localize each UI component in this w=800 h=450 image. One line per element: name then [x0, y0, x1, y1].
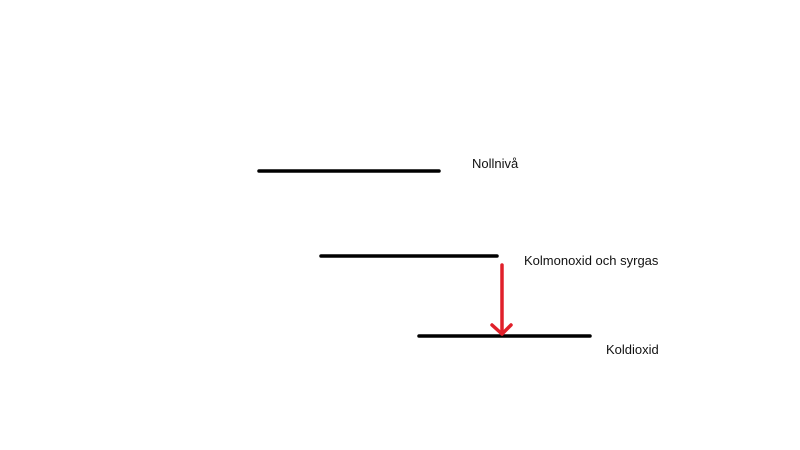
- level-label-nollniva: Nollnivå: [472, 156, 519, 171]
- reaction-arrow: [490, 263, 513, 336]
- level-label-koldioxid: Koldioxid: [606, 342, 659, 357]
- level-label-kolmonoxid-och-syrgas: Kolmonoxid och syrgas: [524, 253, 659, 268]
